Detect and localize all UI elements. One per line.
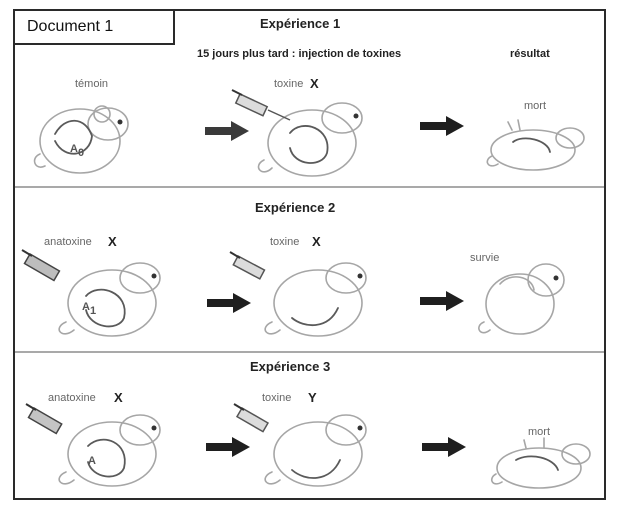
experience-1-subtitle: 15 jours plus tard : injection de toxine… <box>197 48 402 60</box>
mouse-icon <box>229 251 367 337</box>
mouse-mark-index: 0 <box>78 147 84 159</box>
arrow-right-icon <box>206 437 250 457</box>
label-anatoxine-tag: X <box>114 390 123 405</box>
experience-1-title: Expérience 1 <box>260 16 341 31</box>
arrow-right-icon <box>207 293 251 313</box>
mouse-icon <box>490 437 591 489</box>
mouse-icon: A 0 <box>33 105 129 174</box>
result-header: résultat <box>510 48 550 60</box>
label-toxine: toxine <box>270 236 300 248</box>
syringe-icon <box>231 89 291 121</box>
label-anatoxine: anatoxine <box>48 392 96 404</box>
syringe-icon <box>25 403 63 435</box>
label-anatoxine: anatoxine <box>44 236 92 248</box>
label-toxine-tag: X <box>312 234 321 249</box>
syringe-icon <box>21 249 61 282</box>
document-frame <box>13 9 606 500</box>
syringe-icon <box>229 251 266 280</box>
mouse-icon <box>478 263 565 335</box>
mouse-icon <box>231 89 363 177</box>
experience-3-title: Expérience 3 <box>250 359 331 374</box>
label-toxine: toxine <box>262 392 292 404</box>
mouse-icon: A 1 <box>21 249 161 337</box>
arrow-right-icon <box>205 121 249 141</box>
experience-2-title: Expérience 2 <box>255 200 336 215</box>
section-divider <box>15 186 604 188</box>
arrow-right-icon <box>422 437 466 457</box>
mouse-mark: A <box>82 301 90 313</box>
label-toxine: toxine <box>274 78 304 90</box>
arrow-right-icon <box>420 291 464 311</box>
label-toxine-tag: X <box>310 76 319 91</box>
label-temoin: témoin <box>75 78 109 90</box>
label-mort: mort <box>528 426 550 438</box>
section-divider <box>15 351 604 353</box>
label-toxine-tag: Y <box>308 390 317 405</box>
label-survie: survie <box>470 252 500 264</box>
mouse-mark-index: 1 <box>90 305 96 317</box>
mouse-icon: A <box>25 403 161 487</box>
mouse-mark: A <box>88 455 96 467</box>
label-anatoxine-tag: X <box>108 234 117 249</box>
syringe-icon <box>233 403 270 433</box>
label-mort: mort <box>524 100 546 112</box>
mouse-mark: A <box>70 143 78 155</box>
arrow-right-icon <box>420 116 464 136</box>
mouse-icon <box>233 403 367 487</box>
mouse-icon <box>486 119 585 171</box>
document-title: Document 1 <box>13 9 175 45</box>
